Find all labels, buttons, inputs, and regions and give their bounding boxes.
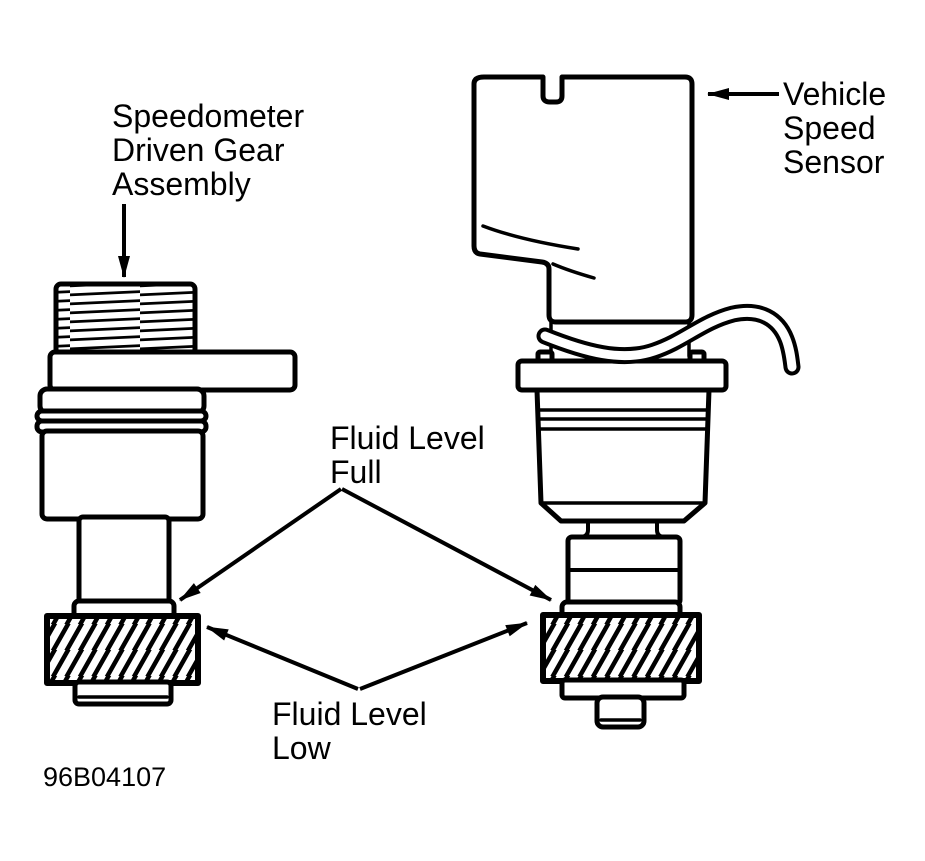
- label-line: Fluid Level: [272, 696, 427, 732]
- sensor-barrel: [534, 387, 712, 524]
- label-vehicle-speed-sensor: Vehicle Speed Sensor: [783, 77, 886, 179]
- label-line: Low: [272, 730, 331, 766]
- sensor-body-mold-line-1: [481, 224, 580, 251]
- label-line: Fluid Level: [330, 420, 485, 456]
- left-driven-gear: [44, 613, 201, 686]
- sensor-bottom-stub: [594, 694, 647, 730]
- left-knurled-cap: [53, 281, 198, 357]
- sensor-mounting-flange: [515, 358, 729, 393]
- figure-number: 96B04107: [43, 762, 167, 792]
- fluid-full-arrow-right: [341, 487, 552, 602]
- fluid-full-arrow-left: [178, 487, 343, 602]
- retainer-clip: [540, 307, 797, 372]
- fluid-low-arrow-right: [359, 621, 528, 691]
- label-line: Speed: [783, 110, 876, 146]
- left-shaft: [76, 514, 172, 608]
- speedometer-driven-gear-assembly: [34, 204, 298, 707]
- label-line: Vehicle: [783, 76, 887, 112]
- label-line: Assembly: [112, 166, 251, 202]
- sensor-body-mold-line-2: [551, 262, 596, 280]
- left-mounting-flange: [47, 349, 298, 393]
- left-bottom-step: [72, 679, 174, 707]
- label-fluid-level-full: Fluid Level Full: [330, 421, 485, 489]
- sensor-body: [471, 74, 695, 325]
- fluid-level-annotations: [178, 487, 552, 691]
- left-main-body: [39, 428, 206, 522]
- label-speedometer-driven-gear-assembly: Speedometer Driven Gear Assembly: [112, 99, 304, 201]
- label-line: Sensor: [783, 144, 885, 180]
- label-fluid-level-low: Fluid Level Low: [272, 697, 427, 765]
- label-line: Speedometer: [112, 98, 305, 134]
- sensor-driven-gear: [540, 612, 702, 684]
- label-line: Driven Gear: [112, 132, 285, 168]
- vehicle-speed-sensor: [471, 74, 801, 730]
- fluid-low-arrow-left: [206, 625, 359, 691]
- label-line: Full: [330, 454, 382, 490]
